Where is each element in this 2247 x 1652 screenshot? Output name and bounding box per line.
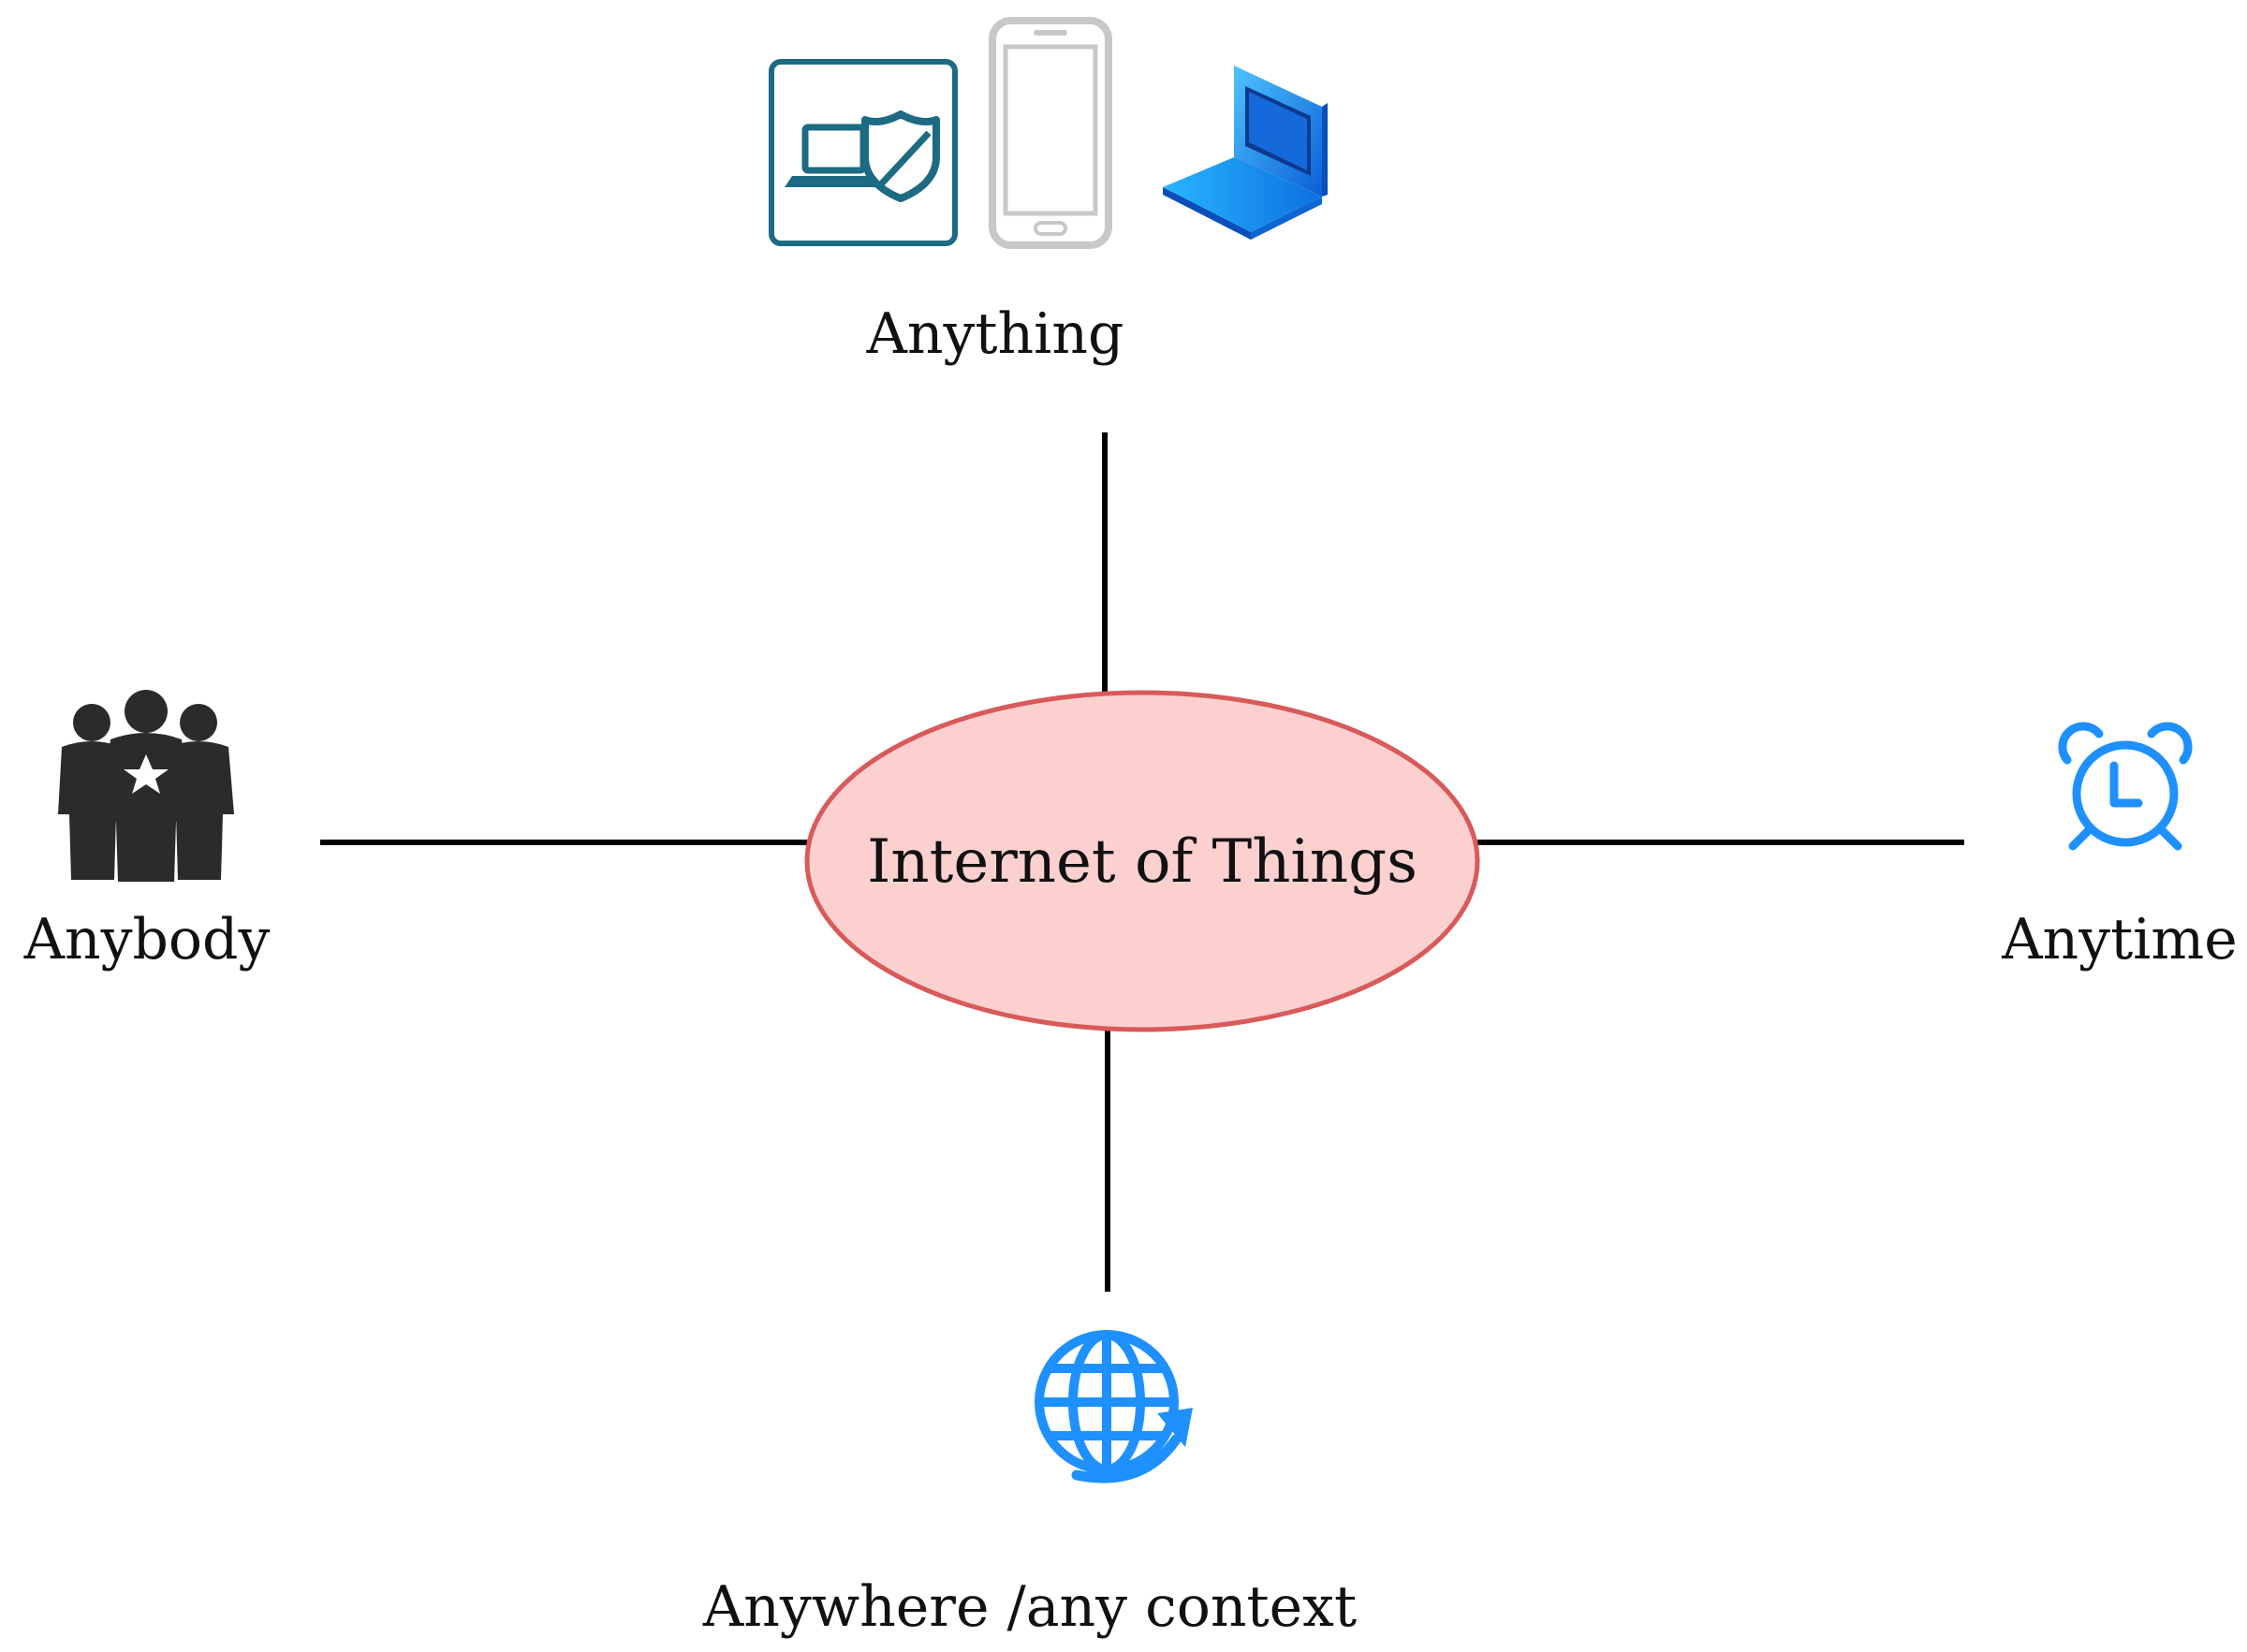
node-anything: Anything [769,17,1328,367]
center-ellipse [804,690,1480,1032]
center-node: Internet of Things [804,690,1480,1032]
globe-arrow-head-icon [1157,1408,1193,1447]
node-anytime: Anytime [2001,722,2238,972]
node-anywhere: Anywhere /any context [702,1330,1357,1640]
anytime-label: Anytime [2001,907,2238,972]
alarm-clock-icon [2058,722,2193,851]
node-anybody: Anybody [23,690,271,972]
connectors [320,432,1964,1292]
people-group-icon [58,690,234,882]
anywhere-label: Anywhere /any context [702,1574,1357,1640]
anybody-label: Anybody [23,907,271,972]
laptop-shield-icon [769,59,958,246]
smartphone-icon [989,17,1112,249]
anything-label: Anything [866,301,1124,367]
globe-icon [1035,1330,1182,1484]
center-label: Internet of Things [867,827,1417,897]
laptop-icon [1163,66,1328,240]
